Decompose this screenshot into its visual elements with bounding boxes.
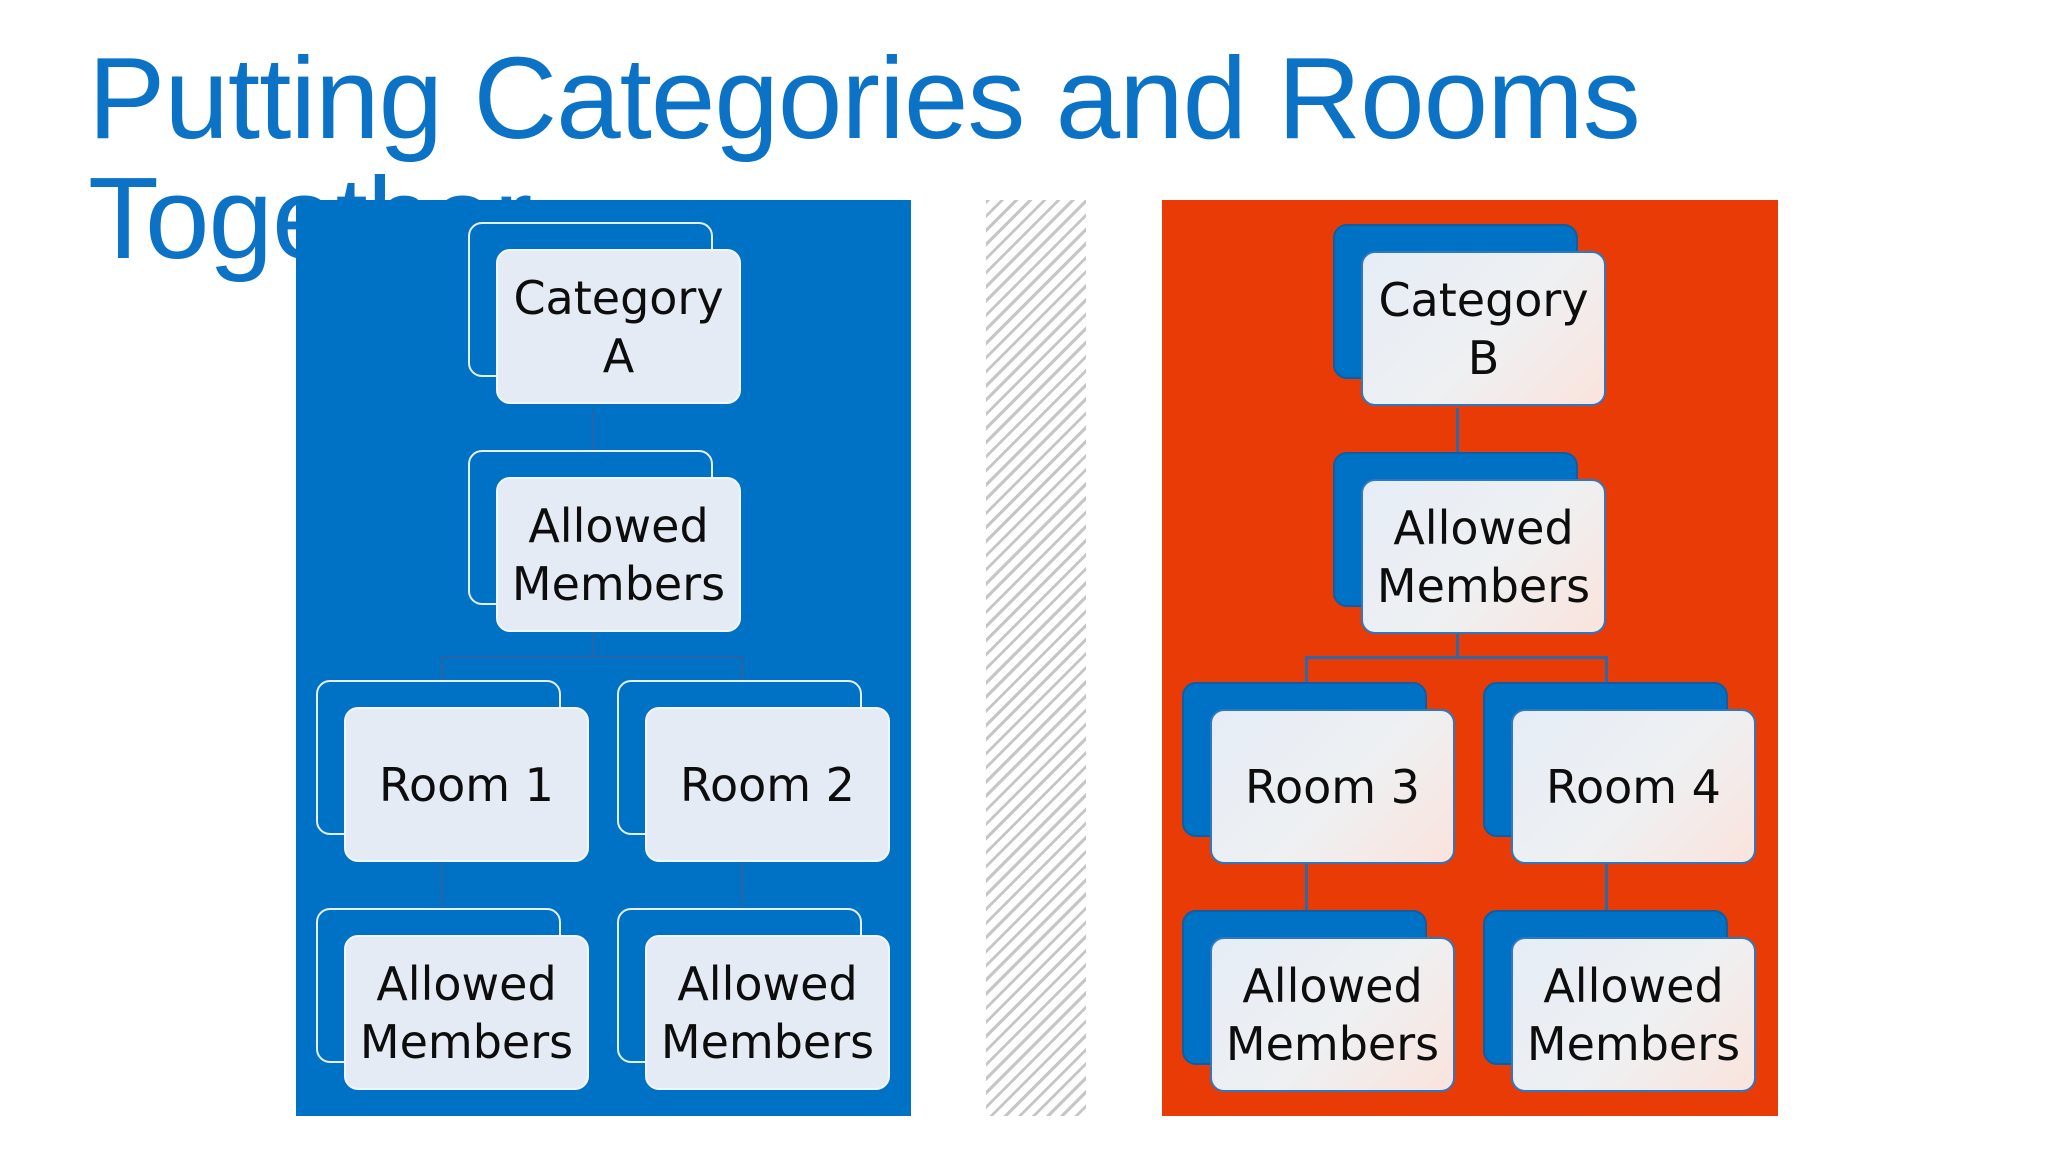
node-face: Allowed Members [645, 935, 890, 1090]
node-face: Allowed Members [1361, 479, 1606, 634]
connector-line [441, 656, 743, 658]
node-label: Room 2 [680, 757, 855, 812]
category-a-members-node: Allowed Members [468, 450, 741, 632]
node-face: Room 2 [645, 707, 890, 862]
striped-divider [986, 200, 1086, 1116]
node-face: Room 4 [1511, 709, 1756, 864]
node-label: Allowed Members [1376, 500, 1591, 613]
node-face: Allowed Members [496, 477, 741, 632]
room-2-node: Room 2 [617, 680, 890, 862]
connector-line [1605, 862, 1608, 912]
node-label: Allowed Members [511, 498, 726, 611]
node-label: Allowed Members [359, 956, 574, 1069]
node-label: Category A [513, 270, 724, 383]
node-label: Room 4 [1546, 759, 1721, 814]
node-label: Allowed Members [660, 956, 875, 1069]
connector-line [1456, 408, 1459, 454]
node-face: Room 3 [1210, 709, 1455, 864]
node-label: Category B [1378, 272, 1589, 385]
connector-line [441, 656, 443, 682]
connector-line [1305, 656, 1308, 684]
category-b-members-node: Allowed Members [1333, 452, 1606, 634]
connector-line [741, 656, 743, 682]
connector-line [741, 860, 743, 910]
node-face: Room 1 [344, 707, 589, 862]
connector-line [1305, 656, 1608, 659]
connector-line [1305, 862, 1308, 912]
connector-line [592, 410, 594, 450]
connector-line [592, 630, 594, 658]
node-face: Category B [1361, 251, 1606, 406]
category-a-panel: Category A Allowed Members Room 1 Room 2… [296, 200, 911, 1116]
node-label: Room 3 [1245, 759, 1420, 814]
node-face: Category A [496, 249, 741, 404]
room-2-members-node: Allowed Members [617, 908, 890, 1090]
room-4-members-node: Allowed Members [1483, 910, 1756, 1092]
category-a-node: Category A [468, 222, 741, 404]
category-b-node: Category B [1333, 224, 1606, 406]
node-label: Room 1 [379, 757, 554, 812]
node-label: Allowed Members [1526, 958, 1741, 1071]
connector-line [1456, 632, 1459, 658]
connector-line [1605, 656, 1608, 684]
room-3-node: Room 3 [1182, 682, 1455, 864]
room-1-members-node: Allowed Members [316, 908, 589, 1090]
room-3-members-node: Allowed Members [1182, 910, 1455, 1092]
node-face: Allowed Members [1511, 937, 1756, 1092]
category-b-panel: Category B Allowed Members Room 3 Room 4… [1162, 200, 1778, 1116]
room-1-node: Room 1 [316, 680, 589, 862]
connector-line [441, 860, 443, 910]
room-4-node: Room 4 [1483, 682, 1756, 864]
node-face: Allowed Members [344, 935, 589, 1090]
node-label: Allowed Members [1225, 958, 1440, 1071]
node-face: Allowed Members [1210, 937, 1455, 1092]
